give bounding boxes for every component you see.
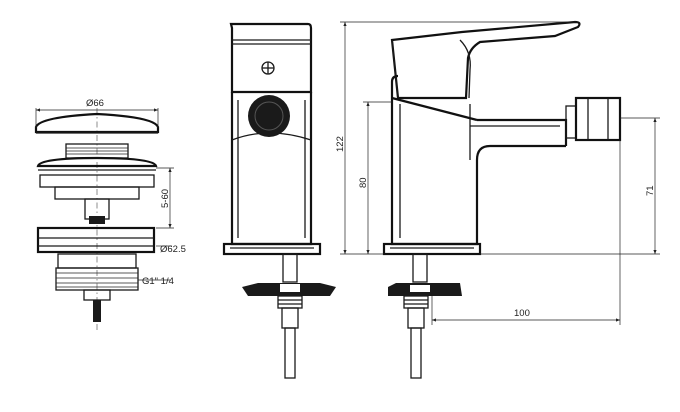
total-height-label: 122 xyxy=(335,136,346,152)
side-aerator xyxy=(574,96,622,142)
spout-reach-label: 100 xyxy=(514,308,530,319)
pop-up-waste-view: Ø66 5-60 Ø62.5 G1" 1/4 xyxy=(34,98,186,333)
side-base-plate xyxy=(382,242,482,256)
side-mounting-stud xyxy=(412,253,428,283)
spout-height-label: 80 xyxy=(358,177,369,188)
waste-flange xyxy=(36,156,158,168)
waste-lower-body xyxy=(36,226,156,254)
front-threaded-rod xyxy=(284,327,296,379)
side-body xyxy=(390,98,566,246)
side-cartridge-housing xyxy=(390,74,399,98)
front-diverter-knob xyxy=(248,95,290,137)
waste-thread-label: G1" 1/4 xyxy=(142,276,174,287)
front-mounting-stud xyxy=(282,253,298,283)
side-spout-outlet xyxy=(565,105,577,139)
mixer-front-view xyxy=(222,22,336,379)
front-lever-handle xyxy=(229,22,313,94)
waste-pin xyxy=(93,300,101,322)
mixer-side-view: 122 80 71 100 xyxy=(335,20,660,379)
front-base-plate xyxy=(222,242,322,256)
front-fixing-nut xyxy=(277,295,303,309)
waste-height-range-label: 5-60 xyxy=(160,189,171,208)
side-spout xyxy=(477,118,568,146)
side-fixing-nut xyxy=(403,295,429,309)
side-threaded-rod xyxy=(410,327,422,379)
waste-body-diameter-label: Ø62.5 xyxy=(160,244,186,255)
outlet-height-label: 71 xyxy=(645,185,656,196)
side-lever-handle xyxy=(390,20,581,100)
waste-cap xyxy=(34,112,160,134)
waste-cap-diameter-label: Ø66 xyxy=(86,98,104,109)
